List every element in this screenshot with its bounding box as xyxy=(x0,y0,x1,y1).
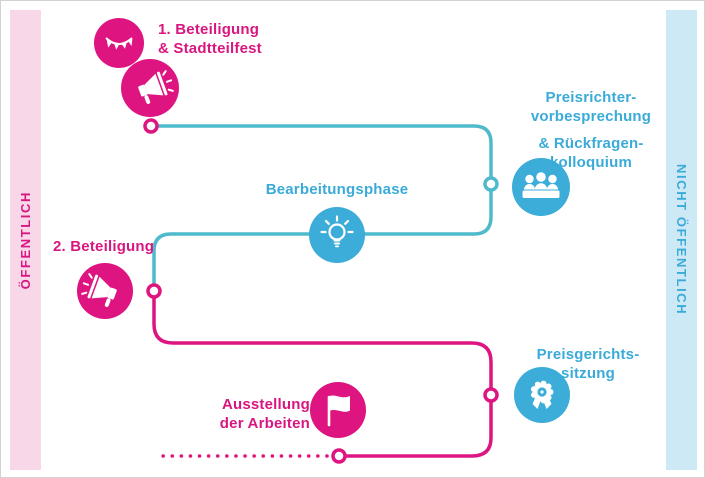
label-line: sitzung xyxy=(561,365,615,382)
label-bearbeitungsphase: Bearbeitungsphase xyxy=(257,180,417,199)
flow-line-pink xyxy=(152,291,493,458)
jury-icon xyxy=(522,172,560,198)
label-line: Bearbeitungsphase xyxy=(265,181,409,198)
connector-ring-2 xyxy=(483,176,499,192)
node-preisrichter xyxy=(512,158,570,216)
lightbulb-circle xyxy=(309,207,365,263)
connector-ring-5 xyxy=(331,448,347,464)
medal-icon xyxy=(531,380,554,409)
label-line: kolloquium xyxy=(550,154,632,171)
node-bearbeitungsphase xyxy=(309,207,365,263)
lightbulb-icon xyxy=(320,215,354,248)
bunting-icon xyxy=(105,37,133,50)
node-preisgericht xyxy=(514,367,570,423)
not-public-band-label: NICHT ÖFFENTLICH xyxy=(674,164,689,316)
label-line: 1. Beteiligung xyxy=(158,21,260,38)
flag-icon xyxy=(327,395,350,427)
connector-ring-4 xyxy=(483,387,499,403)
node-ausstellung xyxy=(310,382,366,438)
connector-ring-3 xyxy=(146,283,162,299)
flow-line-teal xyxy=(151,124,493,291)
label-line: Ausstellung xyxy=(221,396,310,413)
node-beteiligung2 xyxy=(77,263,133,319)
connector-ring-1 xyxy=(143,118,159,134)
not-public-band: NICHT ÖFFENTLICH xyxy=(666,10,697,470)
node-beteiligung1 xyxy=(94,18,179,117)
label-beteiligung1: 1. Beteiligung & Stadtteilfest xyxy=(158,20,308,58)
label-line: der Arbeiten xyxy=(219,415,310,432)
label-line: 2. Beteiligung xyxy=(53,238,155,255)
public-band: ÖFFENTLICH xyxy=(10,10,41,470)
label-preisgericht: Preisgerichts- sitzung xyxy=(518,345,658,383)
label-line: vorbesprechung xyxy=(530,108,652,125)
label-line: Preisrichter- xyxy=(545,89,637,106)
label-line: Preisgerichts- xyxy=(536,346,640,363)
label-line: & Rückfragen- xyxy=(538,135,644,152)
label-ausstellung: Ausstellung der Arbeiten xyxy=(197,395,310,433)
label-line: & Stadtteilfest xyxy=(158,40,262,57)
label-preisrichter: Preisrichter- vorbesprechung & Rückfrage… xyxy=(511,88,671,172)
label-beteiligung2: 2. Beteiligung xyxy=(53,237,183,256)
